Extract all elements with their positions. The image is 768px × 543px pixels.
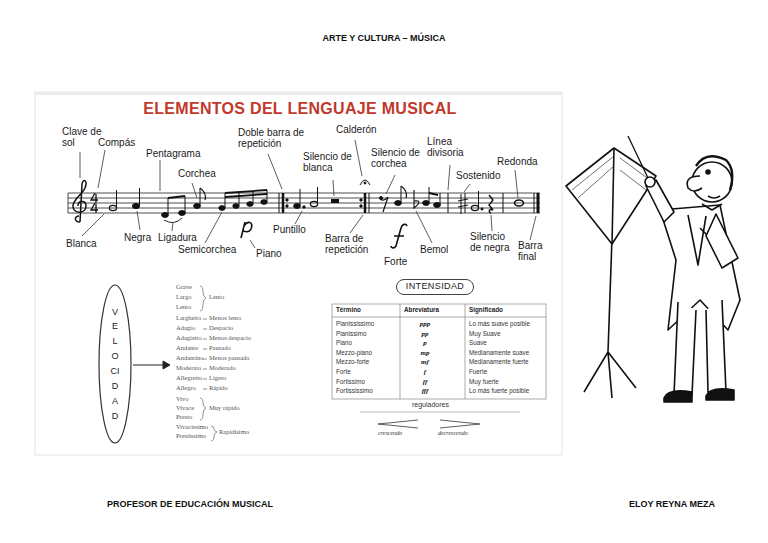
image-edge [35, 92, 562, 95]
page-header: ARTE Y CULTURA – MÚSICA [322, 33, 445, 43]
table-cell: Muy Suave [469, 330, 501, 337]
tempo-term: Menos despacio [209, 334, 251, 341]
tempo-term: Andantino [176, 354, 203, 361]
element-label: Silencio de blanca [303, 151, 355, 173]
tempo-term: Moderado [209, 364, 236, 371]
element-label: Bemol [420, 244, 448, 255]
tempo-term: Allegretto [176, 374, 202, 381]
footer-text: ELOY REYNA MEZA [629, 499, 715, 509]
table-cell: Fortissimo [336, 378, 365, 385]
tempo-term: Larghetto [176, 314, 201, 321]
table-cell: Muy fuerte [469, 378, 499, 385]
tempo-term: Lento [209, 293, 224, 300]
music-symbols [73, 180, 538, 248]
element-label: Clave de sol [62, 126, 102, 148]
box-label: INTENSIDAD [406, 281, 465, 293]
image-title: ELEMENTOS DEL LENGUAJE MUSICAL [143, 100, 456, 118]
tempo-term: Rapidísimo [219, 428, 249, 435]
tempo-term: Allegro [176, 384, 196, 391]
tempo-term: Adagio [176, 324, 195, 331]
hairpins [360, 412, 520, 428]
tempo-term: Pausado [209, 344, 231, 351]
tempo-term: Despacio [209, 324, 233, 331]
regulator-label: decrescendo [438, 430, 468, 436]
regulator-label: crescendo [378, 430, 402, 436]
tempo-term: Lento [176, 303, 191, 310]
table-cell: mf [421, 358, 429, 366]
regulator-label: reguladores [412, 401, 449, 408]
table-cell: Fuerte [469, 368, 487, 375]
intensity-box: INTENSIDAD [396, 279, 475, 295]
tempo-term: Prestissimo [176, 432, 206, 439]
table-cell: pp [422, 330, 429, 338]
tempo-term: Presto [176, 413, 192, 420]
table-cell: Mezzo-forte [336, 358, 369, 365]
table-cell: Lo más suave posible [469, 320, 530, 327]
table-cell: Medianamente suave [469, 349, 529, 356]
table-cell: Medianamente fuerte [469, 358, 529, 365]
table-cell: mp [421, 349, 430, 357]
image-frame [35, 92, 562, 455]
tempo-term: Vivo [176, 395, 189, 402]
table-cell: Término [336, 306, 361, 313]
vertical-label: VELOCIDAD [111, 305, 120, 424]
element-label: Semicorchea [178, 244, 236, 255]
element-label: Pentagrama [146, 148, 200, 159]
table-cell: Piano [336, 339, 352, 346]
table-cell: Forte [336, 368, 351, 375]
table-cell: ff [423, 378, 428, 386]
table-cell: p [423, 339, 427, 347]
footer-text: PROFESOR DE EDUCACIÓN MUSICAL [107, 499, 273, 509]
element-label: Piano [256, 248, 282, 259]
element-label: Doble barra de repetición [238, 127, 310, 149]
table-cell: Lo más fuerte posible [469, 387, 529, 394]
tempo-term: Menos lento [209, 314, 241, 321]
element-label: Redonda [497, 156, 538, 167]
conductor-cartoon [566, 136, 740, 402]
table-cell: Suave [469, 339, 487, 346]
tempo-braces [200, 286, 217, 441]
tempo-term: Menos pausado [209, 354, 250, 361]
tempo-term: Grave [176, 283, 192, 290]
tempo-term: Rápido [209, 384, 228, 391]
table-cell: Pianissimo [336, 330, 366, 337]
element-label: Barra de repetición [325, 233, 383, 255]
element-label: Silencio de negra [470, 231, 516, 253]
velocity-arrow [133, 361, 170, 369]
element-label: Línea divisoria [427, 136, 475, 158]
table-cell: ppp [420, 320, 431, 328]
tempo-term: Vivace [176, 404, 194, 411]
tempo-term: Vivacissimo [176, 423, 208, 430]
element-label: Negra [124, 232, 151, 243]
tempo-term: Adagietto [176, 334, 202, 341]
tempo-term: Moderato [176, 364, 201, 371]
element-label: Puntillo [273, 224, 306, 235]
table-cell: Pianississimo [336, 320, 374, 327]
tempo-term: Muy rápido [209, 404, 240, 411]
table-cell: Significado [469, 306, 503, 313]
element-label: Sostenido [456, 170, 500, 181]
element-label: Silencio de corchea [371, 147, 423, 169]
element-label: Corchea [178, 168, 216, 179]
element-label: Blanca [66, 238, 97, 249]
intensity-table [332, 304, 546, 399]
table-cell: Mezzo-piano [336, 349, 372, 356]
table-cell: Abreviatura [404, 306, 439, 313]
table-cell: Fortississimo [336, 387, 373, 394]
leader-lines [80, 140, 536, 248]
tempo-term: Ligero [209, 374, 226, 381]
element-label: Calderón [336, 124, 377, 135]
element-label: Ligadura [158, 232, 197, 243]
element-label: Forte [384, 256, 407, 267]
staff [68, 193, 540, 213]
tempo-term: Largo [176, 293, 191, 300]
tempo-term: Andante [176, 344, 198, 351]
table-cell: fff [422, 387, 429, 395]
element-label: Compás [98, 137, 135, 148]
element-label: Barra final [518, 240, 550, 262]
table-cell: f [424, 368, 426, 376]
velocity-ellipse: VELOCIDAD [98, 284, 132, 444]
